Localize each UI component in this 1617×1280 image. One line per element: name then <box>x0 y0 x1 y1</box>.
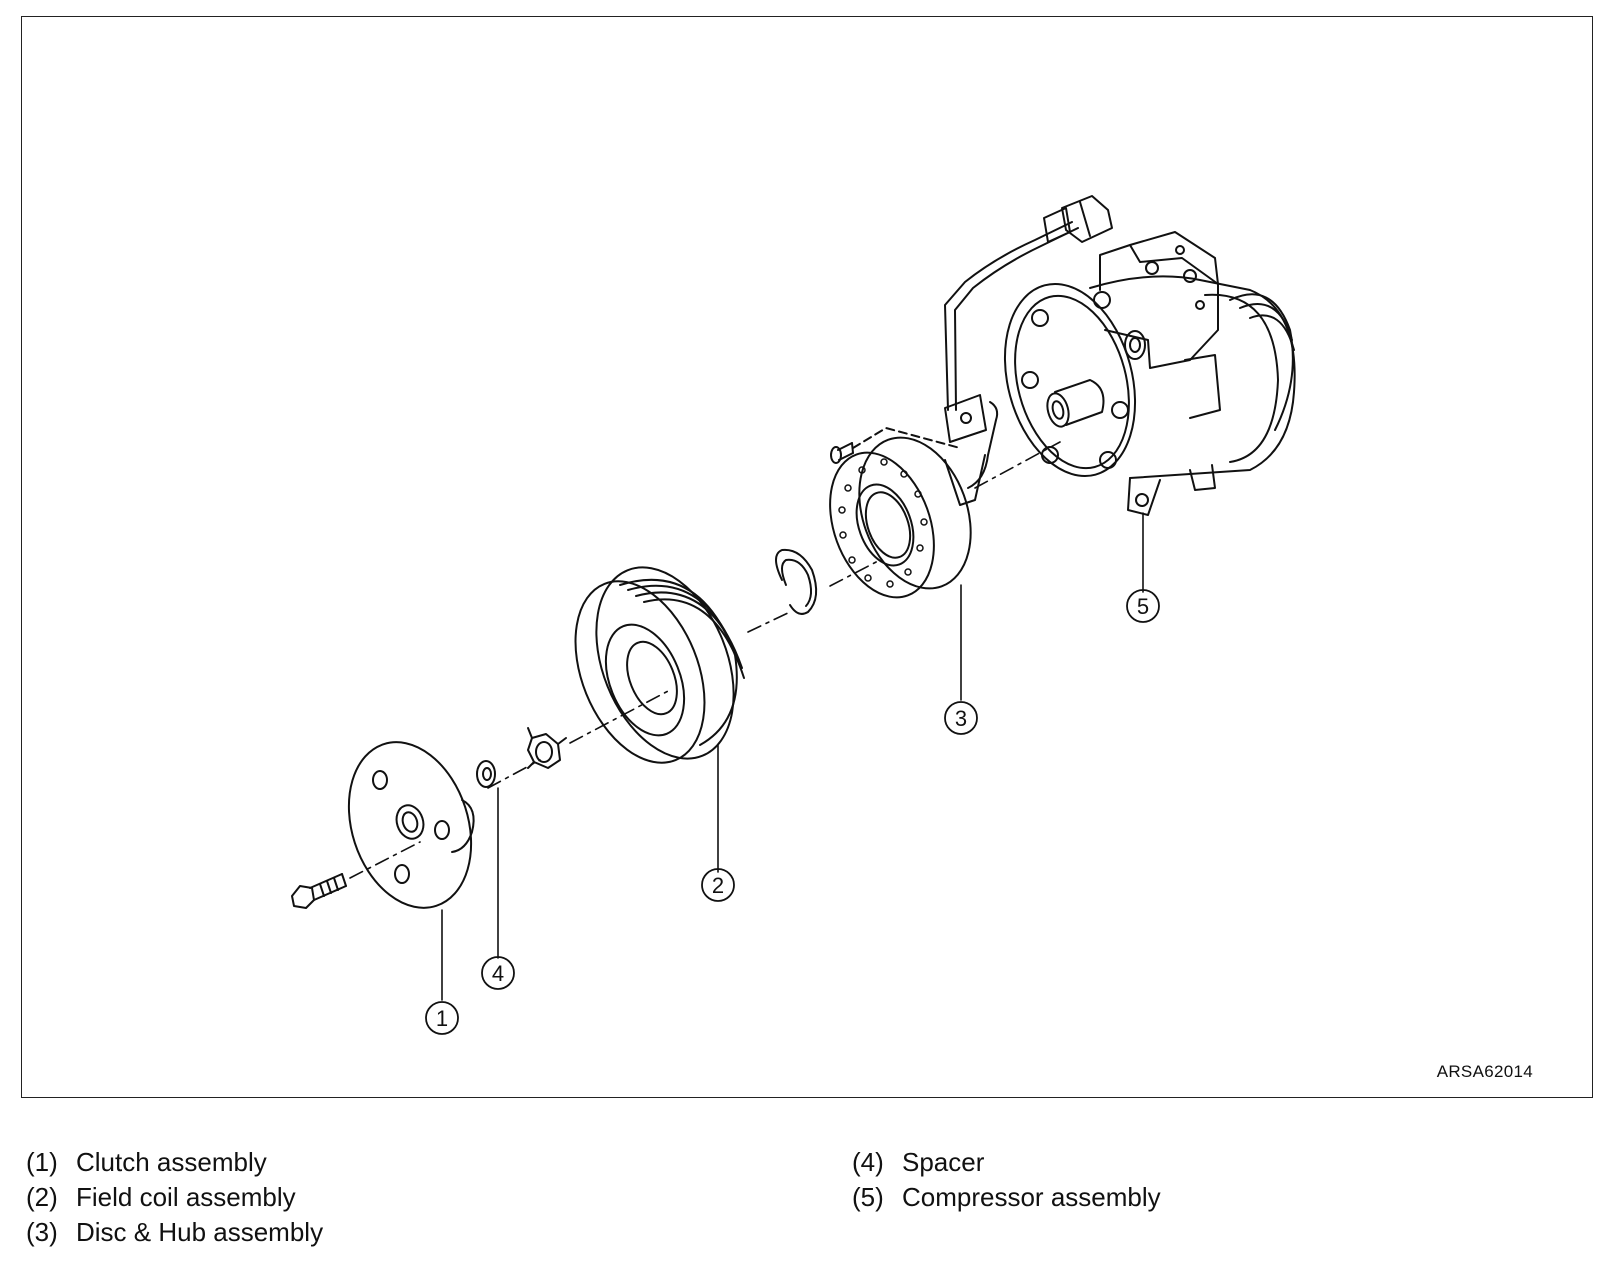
legend-item-spacer: (4) Spacer <box>852 1145 1161 1180</box>
legend-label: Disc & Hub assembly <box>76 1217 324 1247</box>
legend-number: (1) <box>26 1147 58 1177</box>
leader-lines <box>441 512 1144 1001</box>
legend-column-2: (4) Spacer (5) Compressor assembly <box>852 1145 1161 1215</box>
compressor-assembly <box>1003 231 1296 516</box>
callout-1: 1 <box>436 1006 448 1031</box>
legend-label: Field coil assembly <box>76 1182 296 1212</box>
lock-nut <box>527 727 567 769</box>
callout-5: 5 <box>1137 594 1149 619</box>
clutch-assembly <box>347 741 475 909</box>
bolt <box>291 873 347 909</box>
disc-hub-assembly <box>829 436 986 599</box>
field-coil-pulley <box>574 566 745 764</box>
harness-and-connector <box>944 195 1113 489</box>
callout-4: 4 <box>492 961 504 986</box>
legend-number: (4) <box>852 1147 884 1177</box>
spacer <box>476 760 496 788</box>
center-axis <box>349 441 1061 879</box>
legend-number: (3) <box>26 1217 58 1247</box>
legend-number: (5) <box>852 1182 884 1212</box>
screw <box>830 427 961 464</box>
legend-item-disc-hub-assembly: (3) Disc & Hub assembly <box>26 1215 323 1250</box>
callout-2: 2 <box>712 873 724 898</box>
drawing-reference-code: ARSA62014 <box>1436 1062 1533 1081</box>
diagram-frame <box>21 16 1593 1098</box>
callout-3: 3 <box>955 706 967 731</box>
legend-item-clutch-assembly: (1) Clutch assembly <box>26 1145 323 1180</box>
legend-item-compressor-assembly: (5) Compressor assembly <box>852 1180 1161 1215</box>
legend-number: (2) <box>26 1182 58 1212</box>
legend-label: Compressor assembly <box>902 1182 1161 1212</box>
legend-label: Clutch assembly <box>76 1147 267 1177</box>
callout-circles <box>425 589 1160 1035</box>
snap-ring <box>775 548 818 615</box>
legend-column-1: (1) Clutch assembly (2) Field coil assem… <box>26 1145 323 1250</box>
legend-item-field-coil-assembly: (2) Field coil assembly <box>26 1180 323 1215</box>
legend-label: Spacer <box>902 1147 985 1177</box>
